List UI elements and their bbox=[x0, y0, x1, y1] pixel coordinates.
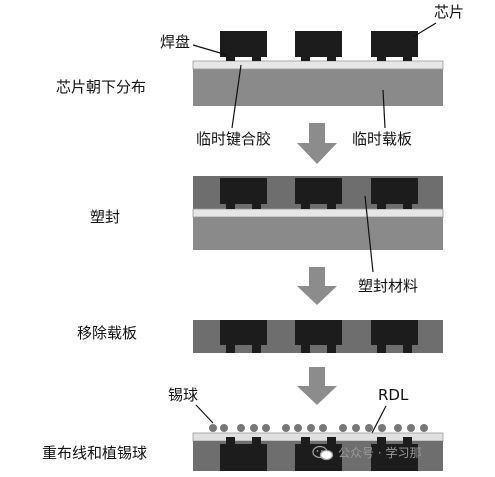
solder-ball bbox=[262, 424, 270, 432]
chip bbox=[220, 31, 267, 57]
solder-ball bbox=[407, 424, 415, 432]
solder-ball bbox=[294, 424, 302, 432]
callout-pad: 焊盘 bbox=[160, 33, 190, 51]
solder-ball bbox=[365, 424, 373, 432]
callout-line-chip bbox=[412, 22, 437, 38]
pad bbox=[252, 204, 261, 209]
solder-ball bbox=[420, 424, 428, 432]
watermark-text: 公众号 · 学习那 bbox=[338, 446, 422, 460]
pad bbox=[403, 57, 412, 61]
chip bbox=[295, 320, 342, 345]
chip bbox=[220, 320, 267, 345]
solder-ball bbox=[394, 424, 402, 432]
callout-line-rdl bbox=[371, 405, 387, 434]
callout-mold-material: 塑封材料 bbox=[358, 277, 418, 295]
chip bbox=[220, 178, 267, 204]
pad bbox=[327, 345, 336, 353]
pad bbox=[252, 57, 261, 61]
stage-label-4: 重布线和植锡球 bbox=[42, 444, 147, 462]
solder-ball bbox=[352, 424, 360, 432]
callout-solder-ball: 锡球 bbox=[168, 386, 198, 404]
callout-rdl: RDL bbox=[378, 386, 409, 404]
temporary-bonding-glue bbox=[192, 208, 444, 218]
pad bbox=[301, 437, 310, 444]
temporary-bonding-glue bbox=[192, 60, 444, 70]
wechat-icon bbox=[312, 445, 334, 460]
solder-ball bbox=[220, 424, 228, 432]
chip bbox=[371, 444, 418, 471]
callout-chip: 芯片 bbox=[434, 3, 464, 21]
solder-ball bbox=[282, 424, 290, 432]
callout-line-carrier bbox=[382, 89, 386, 129]
pad bbox=[403, 437, 412, 444]
callout-line-ball bbox=[195, 404, 214, 424]
chip bbox=[371, 31, 418, 57]
chip bbox=[295, 31, 342, 57]
stage1-structure bbox=[192, 31, 444, 106]
watermark: 公众号 · 学习那 bbox=[312, 444, 421, 461]
temporary-carrier bbox=[193, 69, 443, 106]
pad bbox=[327, 57, 336, 61]
solder-ball bbox=[378, 424, 386, 432]
stage3-structure bbox=[193, 320, 443, 353]
stage-label-3: 移除载板 bbox=[77, 324, 137, 342]
solder-ball bbox=[237, 424, 245, 432]
solder-ball bbox=[339, 424, 347, 432]
pad bbox=[226, 204, 235, 209]
pad bbox=[327, 437, 336, 444]
callout-temp-bond-glue: 临时键合胶 bbox=[196, 130, 271, 148]
pad bbox=[301, 204, 310, 209]
down-arrow bbox=[297, 123, 337, 164]
solder-ball bbox=[319, 424, 327, 432]
pad bbox=[377, 204, 386, 209]
solder-ball-row bbox=[209, 424, 428, 432]
callout-line-mold bbox=[364, 195, 374, 273]
chip bbox=[295, 178, 342, 204]
chip bbox=[220, 444, 267, 471]
solder-ball bbox=[209, 424, 217, 432]
stage2-structure bbox=[192, 176, 444, 250]
callout-line-glue bbox=[231, 64, 242, 129]
solder-ball bbox=[307, 424, 315, 432]
down-arrow bbox=[297, 367, 337, 405]
solder-ball bbox=[250, 424, 258, 432]
callout-line-pad bbox=[192, 44, 228, 56]
pad bbox=[327, 204, 336, 209]
temporary-carrier bbox=[193, 217, 443, 250]
chip bbox=[371, 178, 418, 204]
pad bbox=[377, 345, 386, 353]
pad bbox=[226, 57, 235, 61]
stage-label-2: 塑封 bbox=[90, 208, 120, 226]
pad bbox=[377, 437, 386, 444]
pad bbox=[403, 204, 412, 209]
pad bbox=[252, 345, 261, 353]
pad bbox=[403, 345, 412, 353]
pad bbox=[226, 437, 235, 444]
stage-label-1: 芯片朝下分布 bbox=[56, 78, 146, 96]
down-arrow bbox=[297, 267, 337, 305]
pad bbox=[301, 345, 310, 353]
pad bbox=[226, 345, 235, 353]
pad bbox=[377, 57, 386, 61]
callout-temp-carrier: 临时载板 bbox=[352, 130, 412, 148]
pad bbox=[252, 437, 261, 444]
chip bbox=[371, 320, 418, 345]
pad bbox=[301, 57, 310, 61]
